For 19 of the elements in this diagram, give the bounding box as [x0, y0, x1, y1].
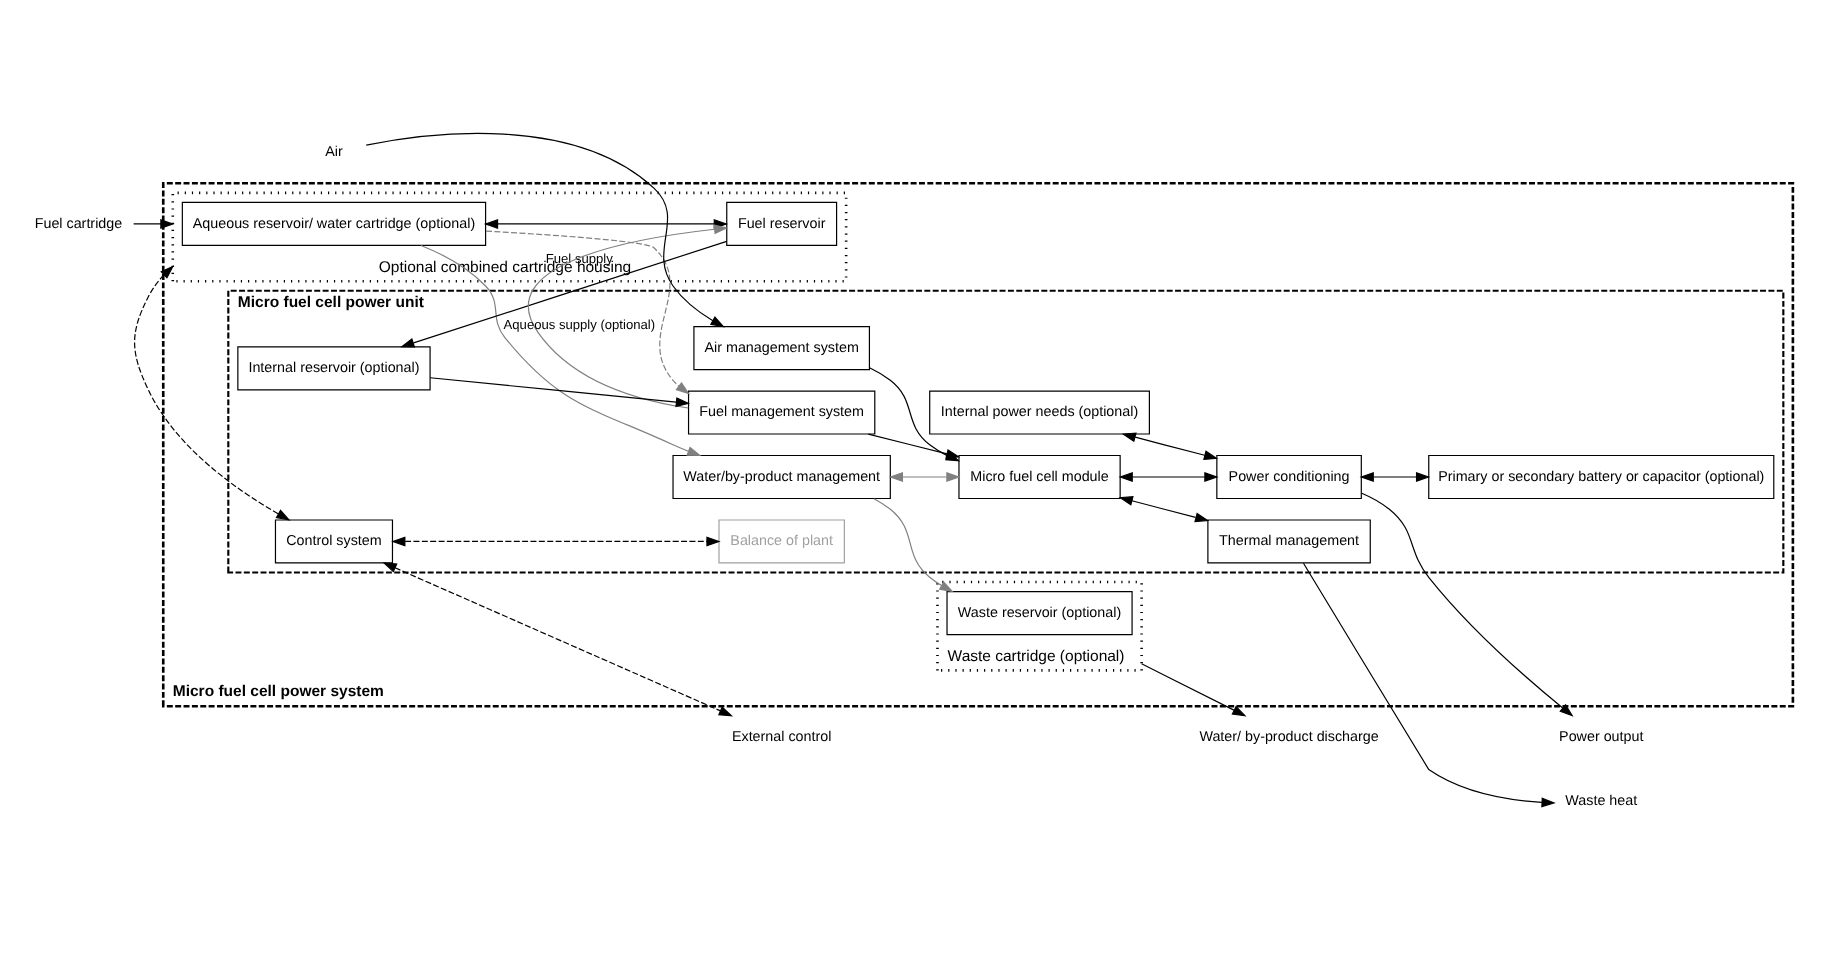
arrow	[364, 132, 724, 328]
arrow	[1301, 562, 1555, 808]
arrow	[1360, 492, 1573, 717]
arrow	[484, 230, 689, 395]
arrow	[1117, 496, 1209, 523]
arrow	[527, 224, 728, 409]
arrow	[428, 377, 690, 408]
arrow	[1358, 472, 1430, 482]
arrow	[419, 244, 701, 457]
arrow	[872, 498, 953, 593]
arrow	[887, 472, 960, 482]
arrow	[1120, 432, 1218, 461]
arrow	[1140, 663, 1246, 717]
arrow	[390, 536, 720, 547]
arrow	[1117, 472, 1218, 482]
arrow	[132, 218, 174, 229]
arrow	[133, 265, 290, 521]
arrow	[381, 562, 733, 717]
arrow	[399, 240, 727, 348]
